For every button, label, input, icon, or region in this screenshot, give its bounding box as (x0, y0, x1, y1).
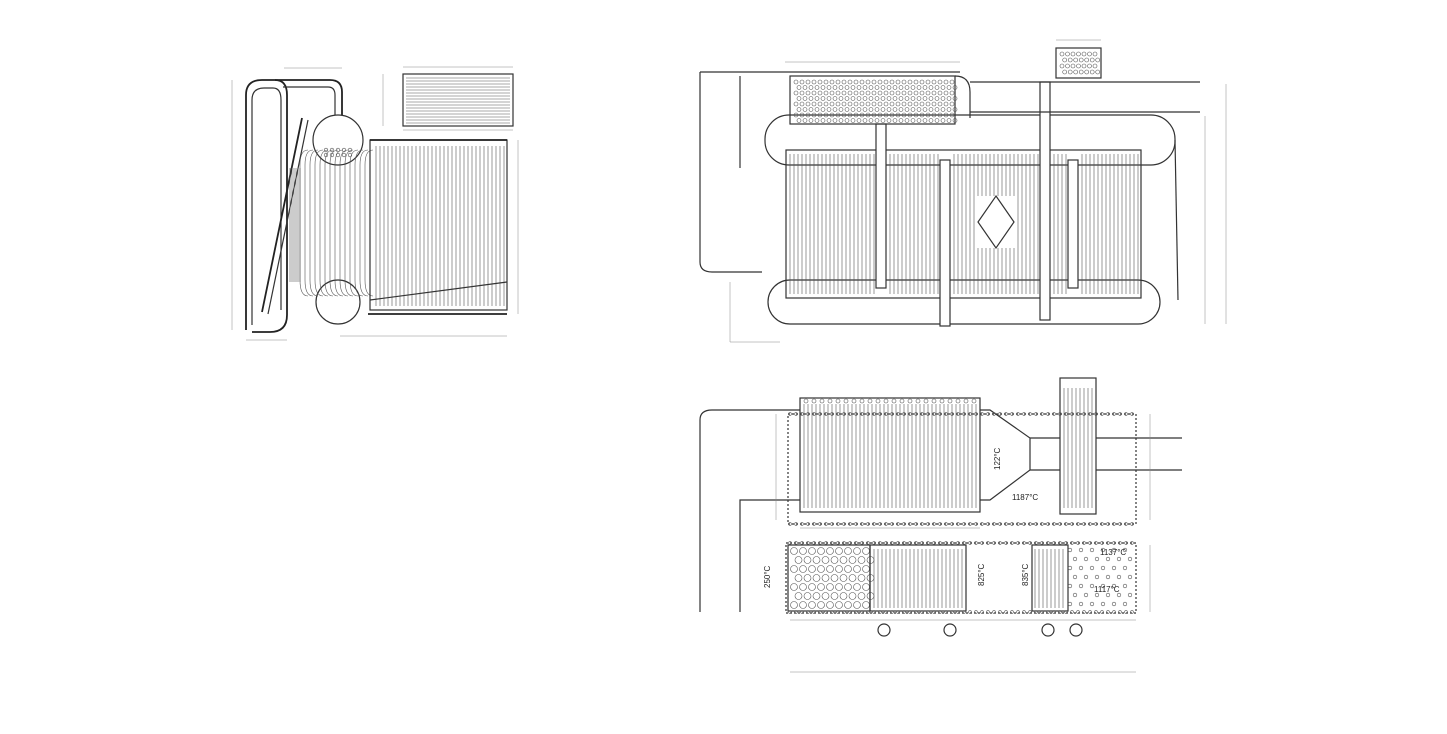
temp-label-250: 250°C (763, 565, 772, 588)
plan-view-drawing: 122°C 1187°C 1137°C 1117°C 250°C 825°C 8… (699, 377, 1182, 673)
flue-block (1055, 47, 1102, 79)
temp-label-825: 825°C (977, 563, 986, 586)
side-view-drawing (231, 66, 519, 341)
elevation-view-drawing (699, 39, 1227, 343)
temp-label-122: 122°C (993, 447, 1002, 470)
elevation-economizer (789, 75, 956, 125)
temp-label-1187: 1187°C (1012, 493, 1038, 502)
bottom-drum (767, 279, 1161, 325)
economizer-block (402, 73, 514, 127)
temp-label-1137: 1137°C (1100, 548, 1126, 557)
superheater-bank (799, 397, 981, 513)
upper-steam-drum (312, 114, 364, 166)
reheater-bank (1059, 377, 1097, 515)
temp-label-1117: 1117°C (1094, 585, 1120, 594)
temp-label-835: 835°C (1021, 563, 1030, 586)
lower-mud-drum (315, 279, 361, 325)
